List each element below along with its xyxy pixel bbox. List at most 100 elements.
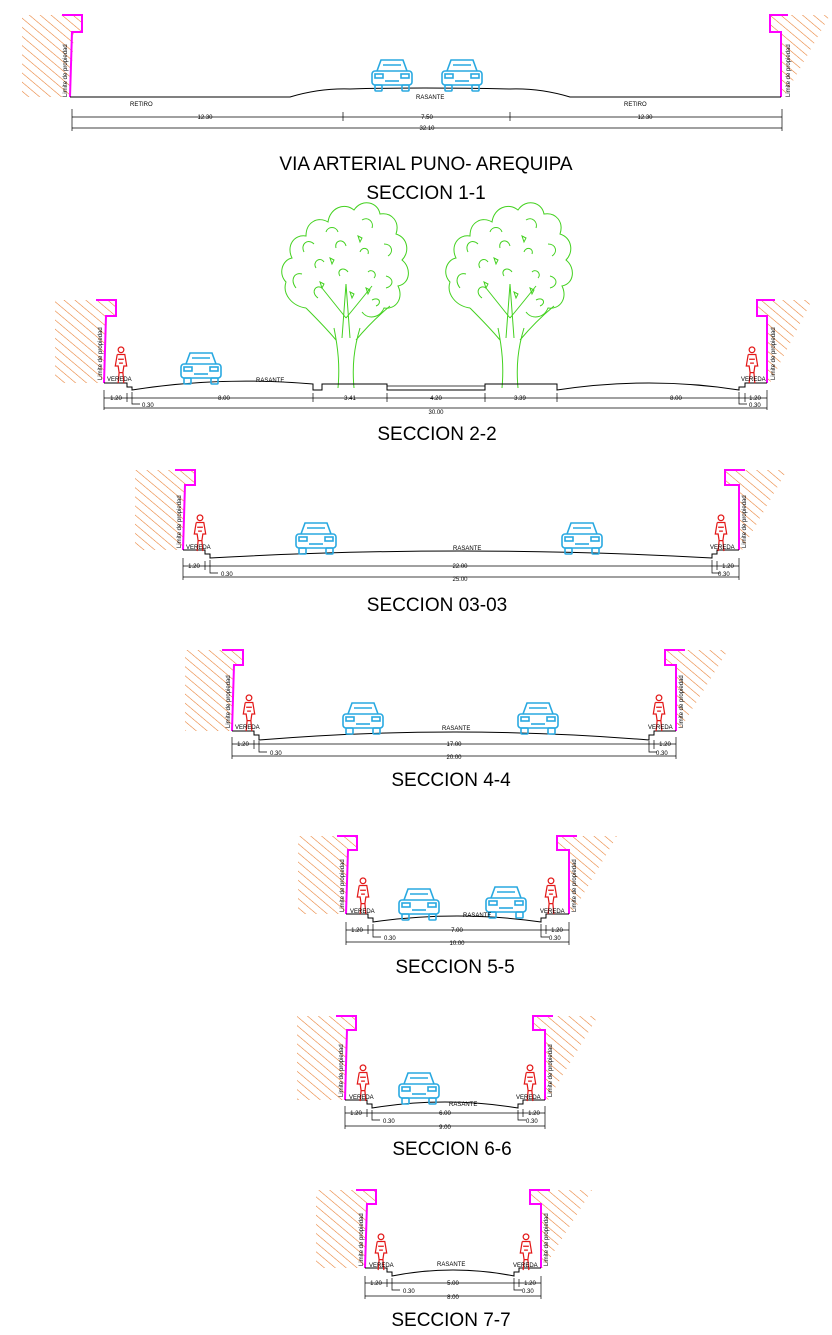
car-icon [485,886,527,919]
right-property-line [664,649,685,731]
road-surface [346,913,569,923]
left-property-hatch [22,15,82,97]
section-subtitle: SECCION 1-1 [366,183,485,204]
left-property-label: Limite de propiedad [226,675,232,728]
dimension-text: 9.00 [439,1125,451,1131]
dimension-text: 0.30 [656,751,668,757]
dimension-text: 22.00 [452,564,468,570]
dimension-text: 7.50 [421,115,433,121]
road-surface [232,730,676,741]
sidewalk-label: VEREDA [107,377,132,383]
dimension-text: 0.30 [142,403,154,409]
right-property-label: Limite de propiedad [786,44,792,97]
dimension-text: 32.10 [419,126,435,132]
dimension-text: 0.30 [522,1289,534,1295]
section-5-5: Limite de propiedad Limite de propiedad … [298,835,617,978]
car-icon [441,59,483,92]
road-surface [365,1267,541,1277]
road-surface [70,87,781,98]
right-property-line [756,299,775,383]
dimension-text: 0.30 [718,572,730,578]
dimension-lines [345,922,570,945]
road-surface [104,380,767,391]
dimension-text: 1.20 [188,564,200,570]
grade-label: RASANTE [463,913,491,919]
dimension-lines [71,109,783,131]
dimension-text: 1.20 [528,1111,540,1117]
section-title: SECCION 2-2 [377,424,496,445]
grade-label: RASANTE [453,546,481,552]
grade-label: RASANTE [416,95,444,101]
right-property-label: Limite de propiedad [771,327,777,380]
dimension-lines [231,737,677,759]
grade-label: RASANTE [256,378,284,384]
grade-label: RASANTE [442,726,470,732]
car-icon [561,522,603,555]
car-icon [342,702,384,735]
car-icon [398,1072,440,1105]
dimension-text: 7.00 [451,928,463,934]
right-property-hatch [757,300,812,383]
dimension-text: 0.30 [403,1289,415,1295]
dimension-text: 1.20 [237,742,249,748]
dimension-lines [182,558,740,580]
section-title: VIA ARTERIAL PUNO- AREQUIPA [279,154,573,175]
right-property-line [532,1015,553,1100]
section-03-03: Limite de propiedad Limite de propiedad … [135,469,787,616]
section-title: SECCION 5-5 [395,957,514,978]
dimension-text: 1.20 [351,928,363,934]
sidewalk-label: VEREDA [648,725,673,731]
sidewalk-label: VEREDA [540,909,565,915]
right-property-line [529,1189,550,1268]
left-property-hatch [316,1190,376,1268]
car-icon [371,59,413,92]
dimension-text: 1.20 [749,396,761,402]
sidewalk-label: VEREDA [349,1095,374,1101]
section-title: SECCION 7-7 [391,1310,510,1331]
grade-label: RASANTE [437,1262,465,1268]
sidewalk-label: VEREDA [186,545,211,551]
dimension-text: 0.30 [270,751,282,757]
right-property-line [724,469,745,550]
section-4-4: Limite de propiedad Limite de propiedad … [185,649,728,791]
grade-label: RASANTE [449,1102,477,1108]
right-property-hatch [770,15,830,97]
dimension-text: 0.30 [526,1119,538,1125]
left-property-label: Limite de propiedad [339,1044,345,1097]
dimension-text: 6.00 [439,1111,451,1117]
dimension-text: 12.30 [637,115,653,121]
car-icon [180,352,222,385]
car-icon [517,702,559,735]
right-property-label: Limite de propiedad [548,1044,554,1097]
section-6-6: Limite de propiedad Limite de propiedad … [297,1015,598,1160]
dimension-text: 1.20 [524,1281,536,1287]
right-property-hatch [725,470,787,550]
section-7-7: Limite de propiedad Limite de propiedad … [316,1189,592,1331]
dimension-text: 5.00 [447,1281,459,1287]
sidewalk-label: VEREDA [741,377,766,383]
left-property-hatch [55,300,116,383]
road-surface [345,1099,545,1109]
dimension-text: 0.30 [749,403,761,409]
dimension-text: 20.00 [446,755,462,761]
sidewalk-label: VEREDA [235,725,260,731]
sidewalk-label: VEREDA [516,1095,541,1101]
dimension-text: 10.00 [449,941,465,947]
road-surface [183,549,739,559]
dimension-text: 0.30 [383,1119,395,1125]
right-property-hatch [557,836,617,914]
left-property-line [62,14,83,98]
sidewalk-label: VEREDA [350,909,375,915]
dimension-text: 8.00 [670,396,682,402]
left-property-label: Limite de propiedad [340,859,346,912]
left-property-line [336,1015,357,1101]
dimension-text: 0.30 [221,572,233,578]
left-property-hatch [135,470,195,550]
left-property-line [96,299,117,384]
right-property-line [556,835,577,914]
sidewalk-label: VEREDA [513,1263,538,1269]
car-icon [295,522,337,555]
dimension-text: 17.00 [446,742,462,748]
right-property-hatch [665,650,728,731]
car-icon [398,888,440,921]
